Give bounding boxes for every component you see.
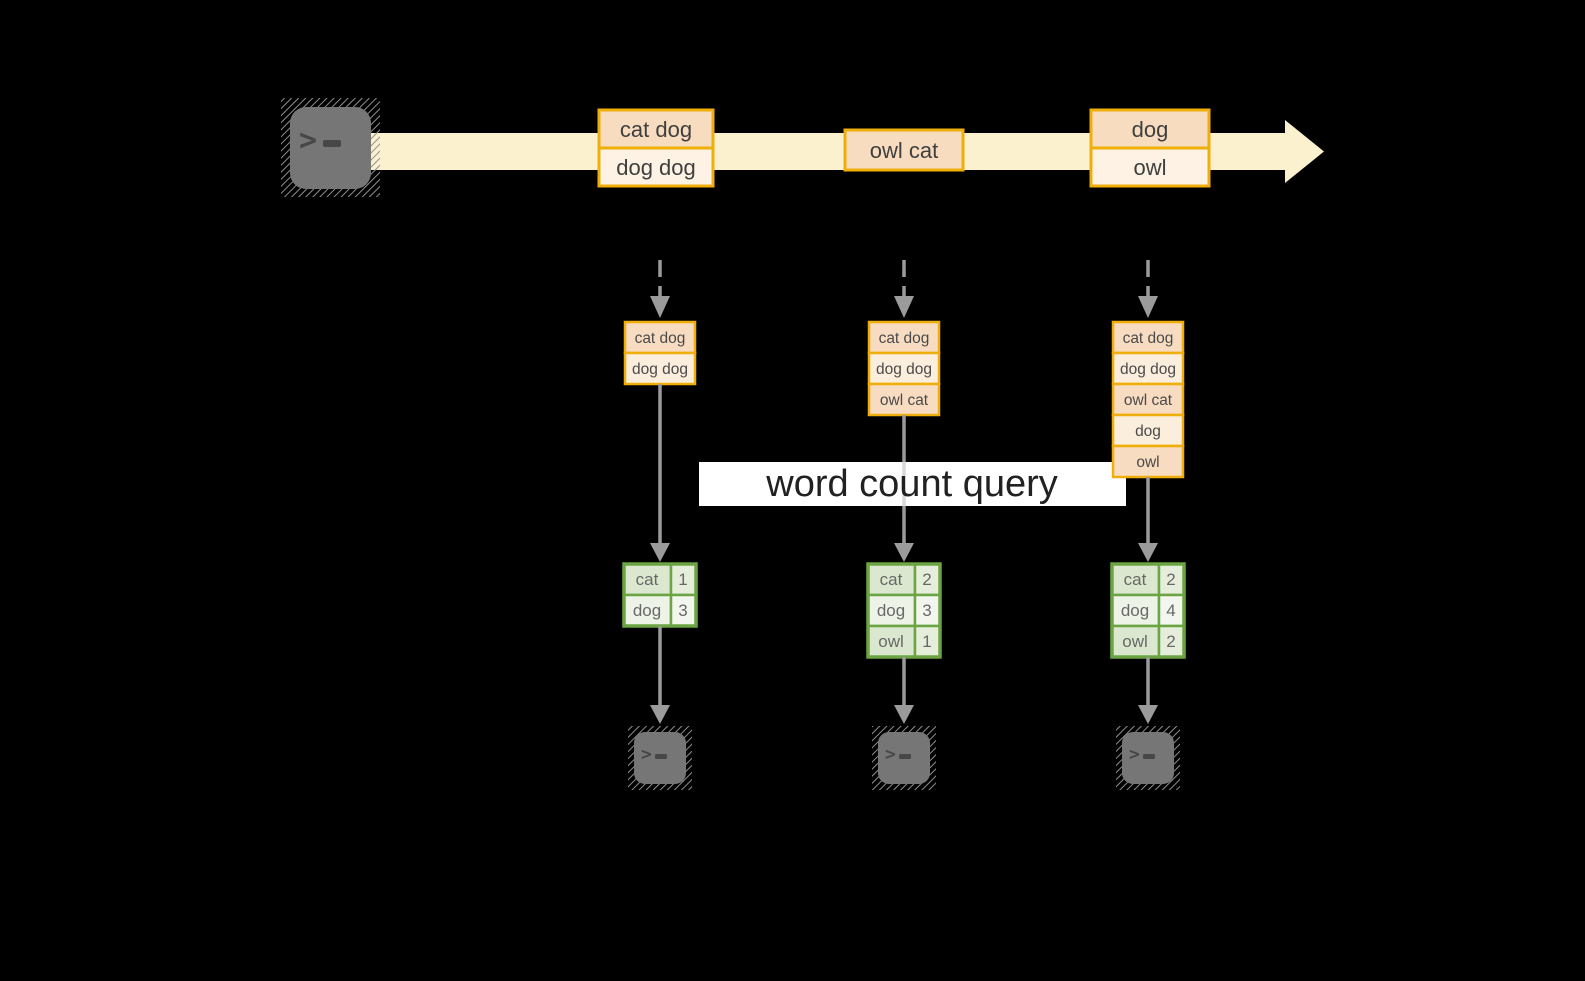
count-value-label: 4 bbox=[1166, 601, 1175, 620]
count-value-label: 1 bbox=[922, 632, 931, 651]
batch-cell-label: dog dog bbox=[616, 155, 696, 180]
state-cell-label: dog bbox=[1135, 423, 1161, 440]
stream-batch-2: owl cat bbox=[843, 128, 965, 172]
batch-cell-label: dog bbox=[1132, 117, 1169, 142]
terminal-prompt-icon: > bbox=[885, 744, 896, 765]
count-word-label: dog bbox=[877, 601, 905, 620]
dashed-arrow-head bbox=[894, 296, 914, 318]
state-cell bbox=[623, 351, 697, 386]
table-to-sink-arrow-2 bbox=[894, 657, 914, 724]
count-value-label: 2 bbox=[1166, 632, 1175, 651]
batch-cell-label: owl bbox=[1133, 155, 1166, 180]
terminal-prompt-icon: > bbox=[641, 744, 652, 765]
dashed-arrow-head bbox=[650, 296, 670, 318]
table-to-sink-arrow-1 bbox=[650, 626, 670, 724]
batch-cell-label: owl cat bbox=[870, 138, 938, 163]
state-cell-label: owl cat bbox=[880, 392, 929, 409]
batch-cell bbox=[843, 128, 965, 172]
count-value-label: 3 bbox=[678, 601, 687, 620]
state-cell-label: cat dog bbox=[879, 330, 930, 347]
batch-cell-label: cat dog bbox=[620, 117, 692, 142]
arrow-head bbox=[1138, 543, 1158, 562]
count-table-3: cat 2 dog 4 owl 2 bbox=[1110, 562, 1186, 659]
query-banner: word count query bbox=[699, 462, 1126, 506]
state-cell-label: dog dog bbox=[632, 361, 688, 378]
count-table-2: cat 2 dog 3 owl 1 bbox=[866, 562, 942, 659]
state-cell-label: owl bbox=[1136, 454, 1159, 471]
arrow-head bbox=[1138, 705, 1158, 724]
dashed-arrow-head bbox=[1138, 296, 1158, 318]
state-stack-3: cat dog dog dog owl cat dog owl bbox=[1111, 320, 1185, 479]
count-word-label: dog bbox=[633, 601, 661, 620]
sink-terminal-icon-3: > bbox=[1116, 726, 1180, 790]
state-cell-label: cat dog bbox=[1123, 330, 1174, 347]
terminal-underscore-icon bbox=[323, 140, 341, 147]
state-stack-1: cat dog dog dog bbox=[623, 320, 697, 386]
dashed-arrow-2 bbox=[894, 260, 914, 318]
count-word-label: owl bbox=[878, 632, 904, 651]
state-to-table-arrow-2 bbox=[894, 415, 914, 562]
count-word-label: cat bbox=[1124, 570, 1147, 589]
count-word-label: dog bbox=[1121, 601, 1149, 620]
count-value-label: 3 bbox=[922, 601, 931, 620]
state-cell-label: owl cat bbox=[1124, 392, 1173, 409]
dashed-arrow-3 bbox=[1138, 260, 1158, 318]
state-cell-label: dog dog bbox=[876, 361, 932, 378]
query-banner-box bbox=[699, 462, 1126, 506]
count-word-label: cat bbox=[636, 570, 659, 589]
count-word-label: owl bbox=[1122, 632, 1148, 651]
state-cell bbox=[1111, 444, 1185, 479]
state-cell-label: dog dog bbox=[1120, 361, 1176, 378]
sink-terminal-icon-1: > bbox=[628, 726, 692, 790]
state-to-table-arrow-3 bbox=[1138, 477, 1158, 562]
stream-arrowhead bbox=[1285, 120, 1324, 183]
count-table-1: cat 1 dog 3 bbox=[622, 562, 698, 628]
count-value-cell bbox=[1157, 593, 1186, 628]
count-value-cell bbox=[669, 593, 698, 628]
terminal-prompt-icon: > bbox=[1129, 744, 1140, 765]
stream-batch-3: dog owl bbox=[1089, 108, 1211, 188]
state-to-table-arrow-1 bbox=[650, 384, 670, 562]
terminal-underscore-icon bbox=[899, 754, 911, 759]
source-terminal-icon: > bbox=[281, 98, 380, 197]
terminal-underscore-icon bbox=[655, 754, 667, 759]
count-word-label: cat bbox=[880, 570, 903, 589]
state-stack-2: cat dog dog dog owl cat bbox=[867, 320, 941, 417]
terminal-underscore-icon bbox=[1143, 754, 1155, 759]
count-value-label: 1 bbox=[678, 570, 687, 589]
count-value-label: 2 bbox=[1166, 570, 1175, 589]
stream-batch-1: cat dog dog dog bbox=[597, 108, 715, 188]
batch-cell bbox=[597, 108, 715, 150]
table-to-sink-arrow-3 bbox=[1138, 657, 1158, 724]
batch-cell bbox=[597, 146, 715, 188]
terminal-prompt-icon: > bbox=[299, 123, 317, 158]
sink-terminal-icon-2: > bbox=[872, 726, 936, 790]
state-cell bbox=[867, 320, 941, 355]
arrow-head bbox=[894, 543, 914, 562]
query-banner-label: word count query bbox=[765, 463, 1058, 505]
terminal-body bbox=[290, 107, 371, 189]
state-cell-label: cat dog bbox=[635, 330, 686, 347]
arrow-head bbox=[650, 543, 670, 562]
dashed-arrow-1 bbox=[650, 260, 670, 318]
batch-cell bbox=[1089, 146, 1211, 188]
arrow-head bbox=[650, 705, 670, 724]
count-value-label: 2 bbox=[922, 570, 931, 589]
arrow-head bbox=[894, 705, 914, 724]
